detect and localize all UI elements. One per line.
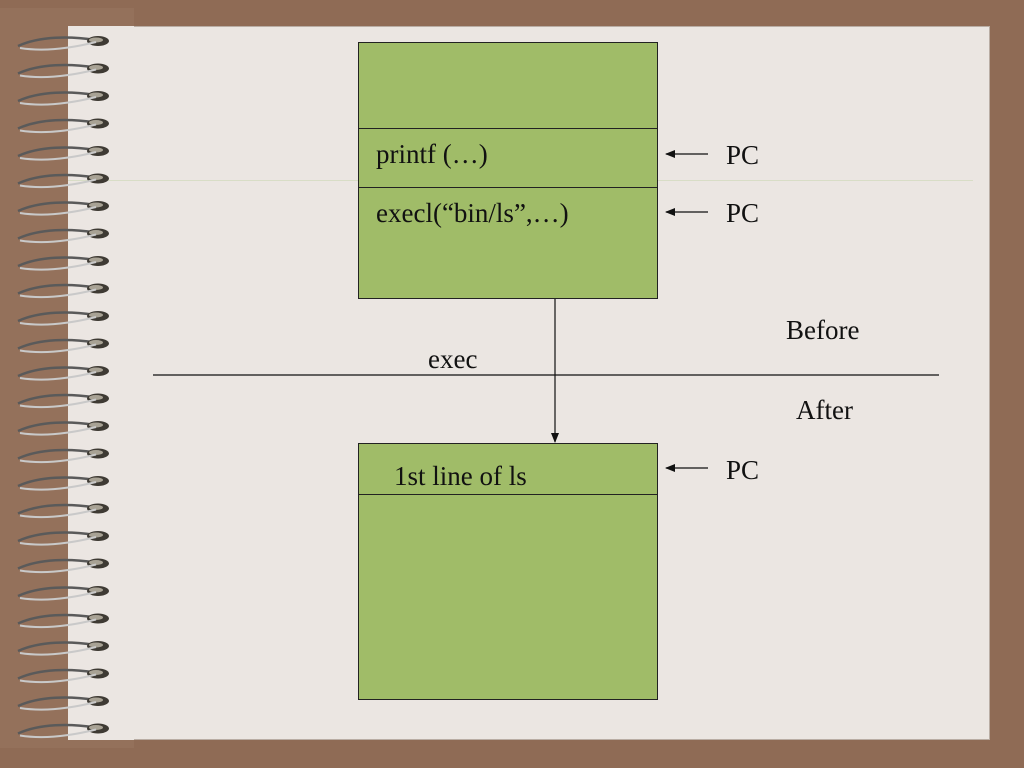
spiral-ring-icon [17, 36, 109, 51]
spiral-ring-icon [17, 63, 109, 79]
process-memory-after: 1st line of ls [358, 443, 658, 700]
spiral-ring-icon [17, 421, 109, 436]
after-label: After [796, 395, 853, 425]
spiral-ring-icon [17, 668, 109, 684]
spiral-ring-icon [17, 503, 109, 519]
spiral-ring-icon [17, 311, 109, 326]
row-divider [359, 187, 657, 188]
spiral-ring-icon [17, 338, 109, 354]
printf-row-label: printf (…) [376, 139, 488, 169]
execl-row-label: execl(“bin/ls”,…) [376, 198, 569, 228]
spiral-ring-icon [17, 531, 109, 546]
spiral-ring-icon [17, 146, 109, 161]
spiral-ring-icon [17, 228, 109, 244]
spiral-ring-icon [17, 723, 109, 739]
spiral-ring-icon [17, 366, 109, 381]
spiral-ring-icon [17, 696, 109, 711]
row-divider [359, 494, 657, 495]
spiral-ring-icon [17, 91, 109, 106]
spiral-ring-icon [17, 118, 109, 134]
spiral-ring-icon [17, 283, 109, 299]
before-label: Before [786, 315, 860, 345]
spiral-ring-icon [17, 201, 109, 216]
pc-label-3: PC [726, 455, 760, 485]
pc-label-1: PC [726, 140, 760, 170]
spiral-ring-icon [17, 476, 109, 491]
spiral-ring-icon [17, 641, 109, 656]
exec-label: exec [428, 344, 478, 374]
spiral-ring-icon [17, 586, 109, 601]
spiral-ring-icon [17, 393, 109, 409]
spiral-ring-icon [17, 173, 109, 189]
row-divider [359, 128, 657, 129]
process-memory-before: printf (…) execl(“bin/ls”,…) [358, 42, 658, 299]
spiral-ring-icon [17, 448, 109, 464]
spiral-ring-icon [17, 256, 109, 271]
spiral-ring-icon [17, 613, 109, 629]
pc-label-2: PC [726, 198, 760, 228]
first-line-of-ls-label: 1st line of ls [394, 461, 527, 491]
spiral-ring-icon [17, 558, 109, 574]
